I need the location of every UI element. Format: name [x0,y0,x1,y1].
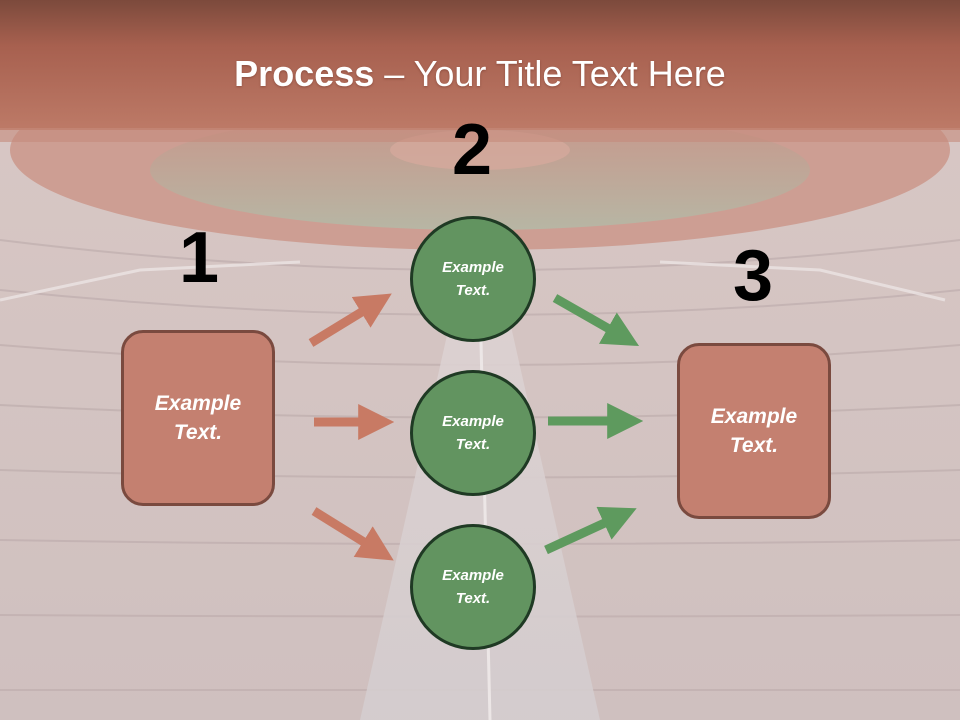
step-number-1: 1 [178,218,220,298]
step-3-box: Example Text. [677,343,831,519]
circle-middle: Example Text. [410,370,536,496]
arrow-from-circle-bottom [544,506,637,555]
step-number-3: 3 [732,236,774,316]
step-3-text: Example Text. [710,405,798,457]
circle-bottom: Example Text. [410,524,536,650]
circle-top-text: Example Text. [442,259,504,299]
arrow-from-circle-top [552,294,640,347]
title-bold: Process [234,53,375,94]
step-1-box: Example Text. [121,330,275,506]
arrow-to-circle-bottom [311,507,394,561]
circle-bottom-text: Example Text. [442,567,504,607]
slide-title: Process – Your Title Text Here [0,52,960,96]
circle-middle-text: Example Text. [442,413,504,453]
arrow-to-circle-top [308,293,392,347]
step-number-2: 2 [451,110,493,190]
step-1-text: Example Text. [154,392,242,444]
title-rest: – Your Title Text Here [374,53,726,94]
circle-top: Example Text. [410,216,536,342]
